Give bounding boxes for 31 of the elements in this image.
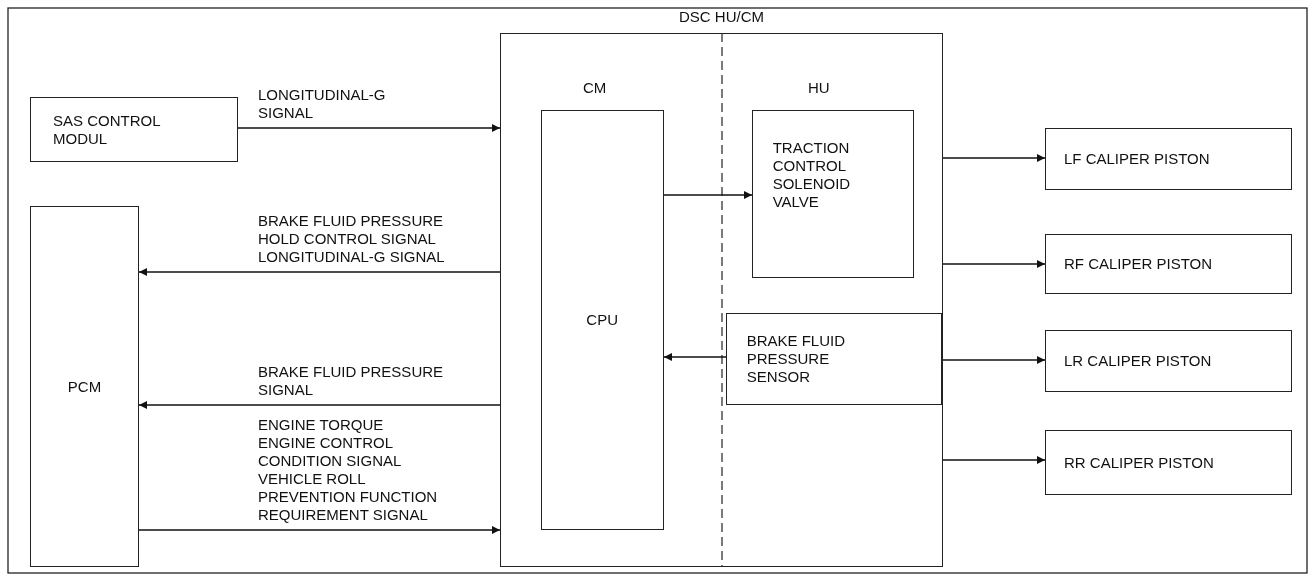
unit-box bbox=[725, 312, 942, 405]
node-label: CPU bbox=[586, 310, 618, 329]
component-box bbox=[1045, 430, 1292, 495]
module-heading: DSC HU/CM bbox=[679, 8, 764, 26]
unit-box bbox=[540, 109, 664, 530]
arrow bbox=[942, 456, 1046, 464]
arrow bbox=[138, 526, 501, 534]
node-label: TRACTION CONTROL SOLENOID VALVE bbox=[772, 138, 852, 211]
arrow bbox=[942, 154, 1046, 162]
component-box bbox=[1045, 330, 1292, 392]
unit-box bbox=[751, 109, 914, 278]
node-label: LF CALIPER PISTON bbox=[1064, 150, 1210, 168]
node-label: LR CALIPER PISTON bbox=[1064, 352, 1212, 370]
arrow bbox=[663, 353, 727, 361]
component-box bbox=[1045, 234, 1292, 294]
node-label: SAS CONTROL MODUL bbox=[53, 111, 161, 148]
section-label: CM bbox=[583, 79, 607, 97]
component-box bbox=[30, 206, 139, 567]
node-label: PCM bbox=[67, 377, 102, 396]
component-box bbox=[30, 97, 238, 162]
section-label: HU bbox=[808, 79, 830, 97]
node-label: RR CALIPER PISTON bbox=[1064, 453, 1214, 472]
arrow bbox=[942, 260, 1046, 268]
node-label: RF CALIPER PISTON bbox=[1064, 255, 1213, 273]
arrow bbox=[138, 268, 501, 276]
arrow bbox=[138, 401, 501, 409]
node-label: BRAKE FLUID PRESSURE SENSOR bbox=[746, 331, 847, 386]
component-box bbox=[1045, 128, 1292, 190]
arrow bbox=[237, 124, 501, 132]
arrow bbox=[663, 191, 753, 199]
arrow bbox=[942, 356, 1046, 364]
